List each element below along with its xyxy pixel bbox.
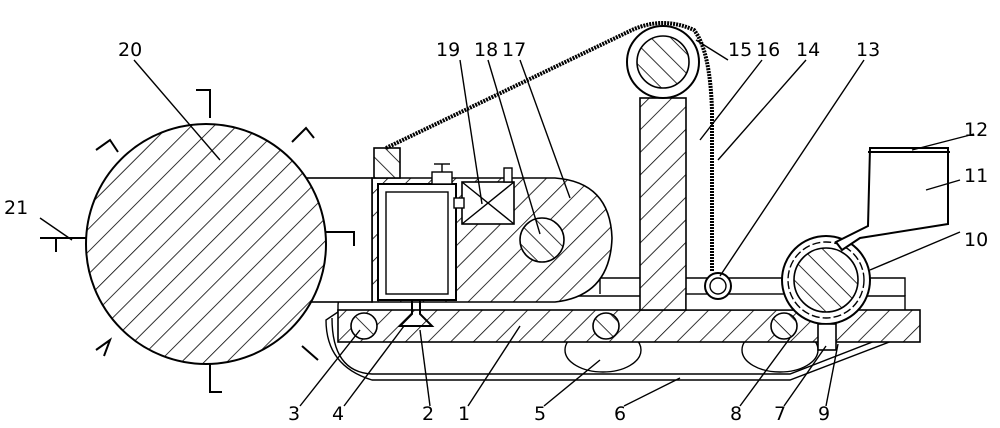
label-8: 8: [730, 403, 742, 425]
label-19: 19: [436, 39, 460, 61]
label-9: 9: [818, 403, 830, 425]
seed-hopper: [836, 148, 948, 250]
label-15: 15: [728, 39, 752, 61]
label-1: 1: [458, 403, 470, 425]
base-roller-left: [351, 313, 377, 339]
planting-drum: [86, 124, 326, 364]
base-roller-right: [771, 313, 797, 339]
label-18: 18: [474, 39, 498, 61]
motor-box-lug: [504, 168, 512, 182]
label-2: 2: [422, 403, 434, 425]
drive-pulley: [520, 218, 564, 262]
top-pulley-inner: [637, 36, 689, 88]
label-16: 16: [756, 39, 780, 61]
column-base-plate: [686, 294, 796, 310]
label-14: 14: [796, 39, 820, 61]
label-21: 21: [4, 197, 28, 219]
label-3: 3: [288, 403, 300, 425]
label-4: 4: [332, 403, 344, 425]
label-12: 12: [964, 119, 988, 141]
label-5: 5: [534, 403, 546, 425]
belt-anchor-block: [374, 148, 400, 178]
idler-pulley-hub: [710, 278, 726, 294]
support-column: [640, 98, 686, 310]
label-6: 6: [614, 403, 626, 425]
label-11: 11: [964, 165, 988, 187]
seed-outlet: [818, 324, 836, 350]
seed-drum-inner: [794, 248, 858, 312]
label-13: 13: [856, 39, 880, 61]
base-roller-middle: [593, 313, 619, 339]
motor-coupling: [454, 198, 464, 208]
label-20: 20: [118, 39, 142, 61]
tank-inner: [386, 192, 448, 294]
label-7: 7: [774, 403, 786, 425]
tank-valve: [432, 172, 452, 184]
label-17: 17: [502, 39, 526, 61]
label-10: 10: [964, 229, 988, 251]
